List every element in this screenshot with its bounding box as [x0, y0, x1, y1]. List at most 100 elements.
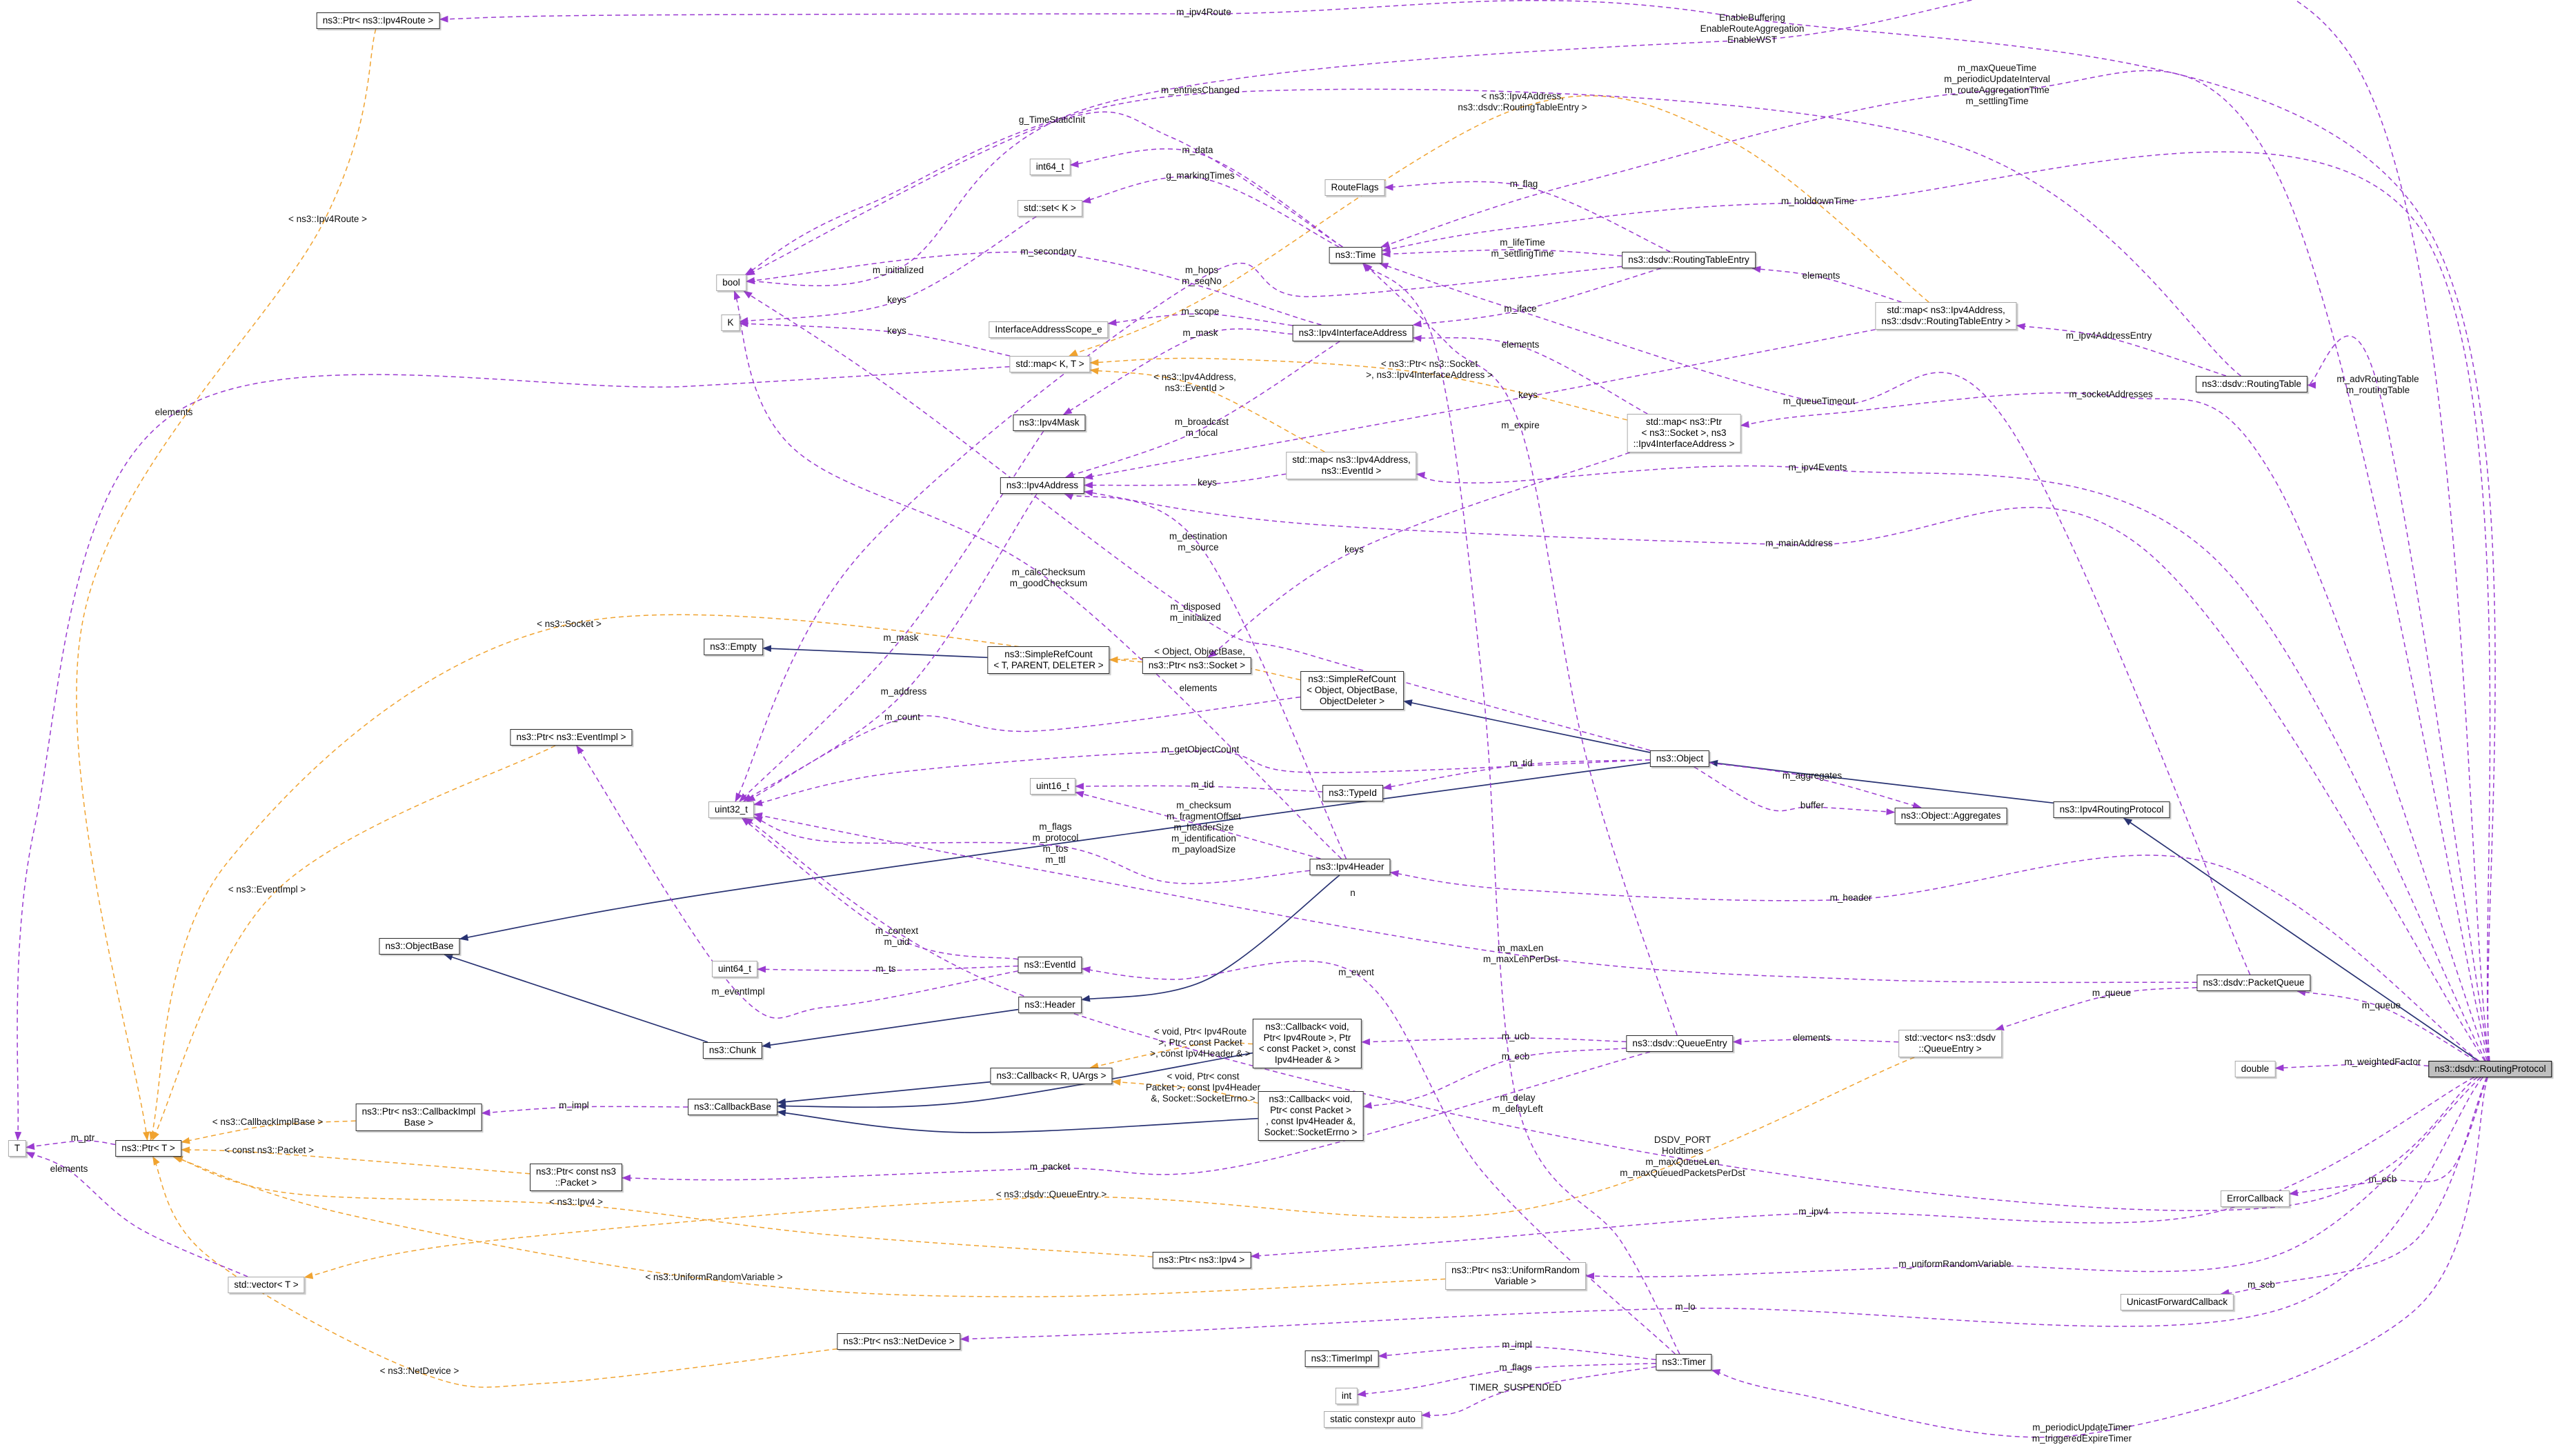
edge-typeid-uint16: [1075, 782, 1323, 792]
edge-map_art-map_kt: [1068, 95, 1929, 357]
edge-timer-time: [1362, 263, 1680, 1355]
node-ptr_eventimpl[interactable]: ns3::Ptr< ns3::EventImpl >: [510, 729, 633, 746]
node-qentry[interactable]: ns3::dsdv::QueueEntry: [1626, 1035, 1734, 1052]
edge-label-0: m_ipv4Route: [1176, 7, 1231, 17]
node-scope[interactable]: InterfaceAddressScope_e: [989, 321, 1109, 338]
node-src2[interactable]: ns3::SimpleRefCount < Object, ObjectBase…: [1300, 671, 1404, 710]
node-src1[interactable]: ns3::SimpleRefCount < T, PARENT, DELETER…: [987, 646, 1110, 674]
node-map_art[interactable]: std::map< ns3::Ipv4Address, ns3::dsdv::R…: [1875, 302, 2017, 330]
edge-label-73: DSDV_PORT Holdtimes m_maxQueueLen m_maxQ…: [1620, 1135, 1745, 1178]
edge-rte-iaddr: [1412, 268, 1662, 328]
node-map_ae[interactable]: std::map< ns3::Ipv4Address, ns3::EventId…: [1286, 452, 1417, 479]
edge-label-10: < ns3::Ipv4Route >: [288, 214, 368, 224]
node-uint64[interactable]: uint64_t: [711, 961, 758, 977]
node-routeflags[interactable]: RouteFlags: [1324, 179, 1385, 196]
edge-label-69: m_impl: [559, 1100, 589, 1110]
edge-label-18: m_iface: [1504, 303, 1537, 314]
node-k[interactable]: K: [721, 315, 740, 331]
node-ucb[interactable]: UnicastForwardCallback: [2120, 1294, 2234, 1310]
edge-MAIN-timer: [1711, 1077, 2488, 1438]
edge-MAIN-time: [1381, 151, 2491, 1061]
edge-label-58: m_event: [1338, 967, 1374, 977]
edge-MAIN-pqueue: [2296, 989, 2476, 1061]
node-ptr_cbimpl[interactable]: ns3::Ptr< ns3::CallbackImpl Base >: [355, 1104, 482, 1131]
node-vec_t[interactable]: std::vector< T >: [228, 1277, 305, 1293]
node-eventid[interactable]: ns3::EventId: [1018, 957, 1082, 973]
node-header[interactable]: ns3::Header: [1018, 997, 1082, 1013]
edge-label-16: keys: [887, 295, 906, 305]
edge-label-36: keys: [1344, 544, 1364, 555]
edge-label-56: m_ts: [875, 964, 896, 974]
node-ipv4addr[interactable]: ns3::Ipv4Address: [1000, 477, 1085, 494]
edge-label-45: m_getObjectCount: [1161, 744, 1240, 755]
edge-cb_errno-cb_r_uargs: [1111, 1079, 1258, 1104]
node-set_k[interactable]: std::set< K >: [1018, 200, 1082, 217]
node-timer[interactable]: ns3::Timer: [1656, 1354, 1712, 1370]
node-typeid[interactable]: ns3::TypeId: [1322, 785, 1383, 801]
node-ptr_urv[interactable]: ns3::Ptr< ns3::UniformRandom Variable >: [1445, 1262, 1586, 1290]
edge-eventid-uint32: [741, 817, 1018, 960]
edge-MAIN-ptr_ipv4route: [439, 0, 2496, 1061]
node-uint16[interactable]: uint16_t: [1029, 778, 1076, 795]
edge-map_art-ipv4addr: [1084, 329, 1876, 480]
edge-MAIN-uint32: [744, 817, 2478, 1211]
node-vec_qe[interactable]: std::vector< ns3::dsdv ::QueueEntry >: [1898, 1030, 2002, 1057]
edge-label-19: keys: [887, 326, 906, 336]
edge-ipv4header-header: [1081, 875, 1340, 1002]
node-ipv4header[interactable]: ns3::Ipv4Header: [1309, 859, 1391, 875]
edge-map_ae-ipv4addr: [1084, 473, 1287, 489]
edge-label-61: m_queue: [2361, 1000, 2401, 1010]
edge-label-60: m_queue: [2092, 988, 2132, 998]
node-iaddr[interactable]: ns3::Ipv4InterfaceAddress: [1292, 325, 1413, 341]
node-cb_errno[interactable]: ns3::Callback< void, Ptr< const Packet >…: [1258, 1091, 1364, 1141]
edge-label-7: g_markingTimes: [1166, 170, 1235, 181]
node-bool[interactable]: bool: [716, 275, 746, 291]
node-cb_r_uargs[interactable]: ns3::Callback< R, UArgs >: [990, 1068, 1113, 1084]
node-objectbase[interactable]: ns3::ObjectBase: [379, 938, 460, 955]
edge-ipv4header-ipv4addr: [1064, 493, 1347, 859]
node-cb_route[interactable]: ns3::Callback< void, Ptr< Ipv4Route >, P…: [1252, 1019, 1362, 1068]
node-rtable[interactable]: ns3::dsdv::RoutingTable: [2195, 376, 2308, 392]
node-T[interactable]: T: [8, 1140, 27, 1157]
node-ptr_socket[interactable]: ns3::Ptr< ns3::Socket >: [1142, 657, 1252, 674]
edge-chunk-objectbase: [444, 954, 708, 1043]
node-time[interactable]: ns3::Time: [1329, 247, 1382, 263]
node-object[interactable]: ns3::Object: [1649, 750, 1710, 767]
edge-label-80: m_uniformRandomVariable: [1898, 1259, 2012, 1269]
node-MAIN[interactable]: ns3::dsdv::RoutingProtocol: [2428, 1061, 2552, 1077]
node-ptr_ipv4[interactable]: ns3::Ptr< ns3::Ipv4 >: [1152, 1252, 1251, 1268]
edge-map_ae-map_kt: [1089, 368, 1325, 452]
node-map_kt[interactable]: std::map< K, T >: [1009, 356, 1091, 372]
node-double[interactable]: double: [2234, 1061, 2276, 1077]
edge-label-87: TIMER_SUSPENDED: [1469, 1382, 1562, 1393]
node-timerimpl[interactable]: ns3::TimerImpl: [1304, 1350, 1379, 1367]
edge-mask-uint32: [739, 430, 1044, 802]
node-ipv4rp[interactable]: ns3::Ipv4RoutingProtocol: [2053, 801, 2170, 818]
node-int[interactable]: int: [1335, 1388, 1358, 1404]
edge-label-20: m_mask: [1182, 328, 1218, 338]
node-errorcb[interactable]: ErrorCallback: [2221, 1190, 2290, 1207]
node-rte[interactable]: ns3::dsdv::RoutingTableEntry: [1622, 252, 1756, 268]
node-sca[interactable]: static constexpr auto: [1324, 1411, 1422, 1428]
node-ptr_netdev[interactable]: ns3::Ptr< ns3::NetDevice >: [837, 1333, 961, 1350]
node-ptr_t[interactable]: ns3::Ptr< T >: [115, 1140, 181, 1157]
edge-MAIN-ptr_netdev: [960, 1077, 2483, 1343]
node-uint32[interactable]: uint32_t: [708, 801, 755, 818]
edge-object-aggregates: [1694, 766, 1896, 815]
edge-label-22: elements: [1501, 339, 1540, 350]
node-pqueue[interactable]: ns3::dsdv::PacketQueue: [2196, 975, 2311, 991]
node-mask[interactable]: ns3::Ipv4Mask: [1013, 415, 1086, 431]
node-int64[interactable]: int64_t: [1029, 159, 1071, 175]
node-ptr_cpacket[interactable]: ns3::Ptr< const ns3 ::Packet >: [530, 1164, 622, 1191]
edge-ipv4header-uint16: [1075, 790, 1321, 859]
node-map_si[interactable]: std::map< ns3::Ptr < ns3::Socket >, ns3 …: [1627, 414, 1741, 452]
node-callbackbase[interactable]: ns3::CallbackBase: [688, 1099, 777, 1115]
node-aggregates[interactable]: ns3::Object::Aggregates: [1894, 808, 2007, 824]
node-ptr_ipv4route[interactable]: ns3::Ptr< ns3::Ipv4Route >: [316, 12, 440, 29]
node-chunk[interactable]: ns3::Chunk: [702, 1042, 763, 1059]
edge-label-23: < ns3::Ptr< ns3::Socket >, ns3::Ipv4Inte…: [1366, 359, 1493, 380]
edge-label-66: m_weightedFactor: [2344, 1057, 2421, 1067]
edge-map_si-iaddr: [1412, 335, 1648, 415]
edge-label-46: m_tid: [1509, 758, 1533, 768]
node-empty[interactable]: ns3::Empty: [704, 639, 763, 655]
